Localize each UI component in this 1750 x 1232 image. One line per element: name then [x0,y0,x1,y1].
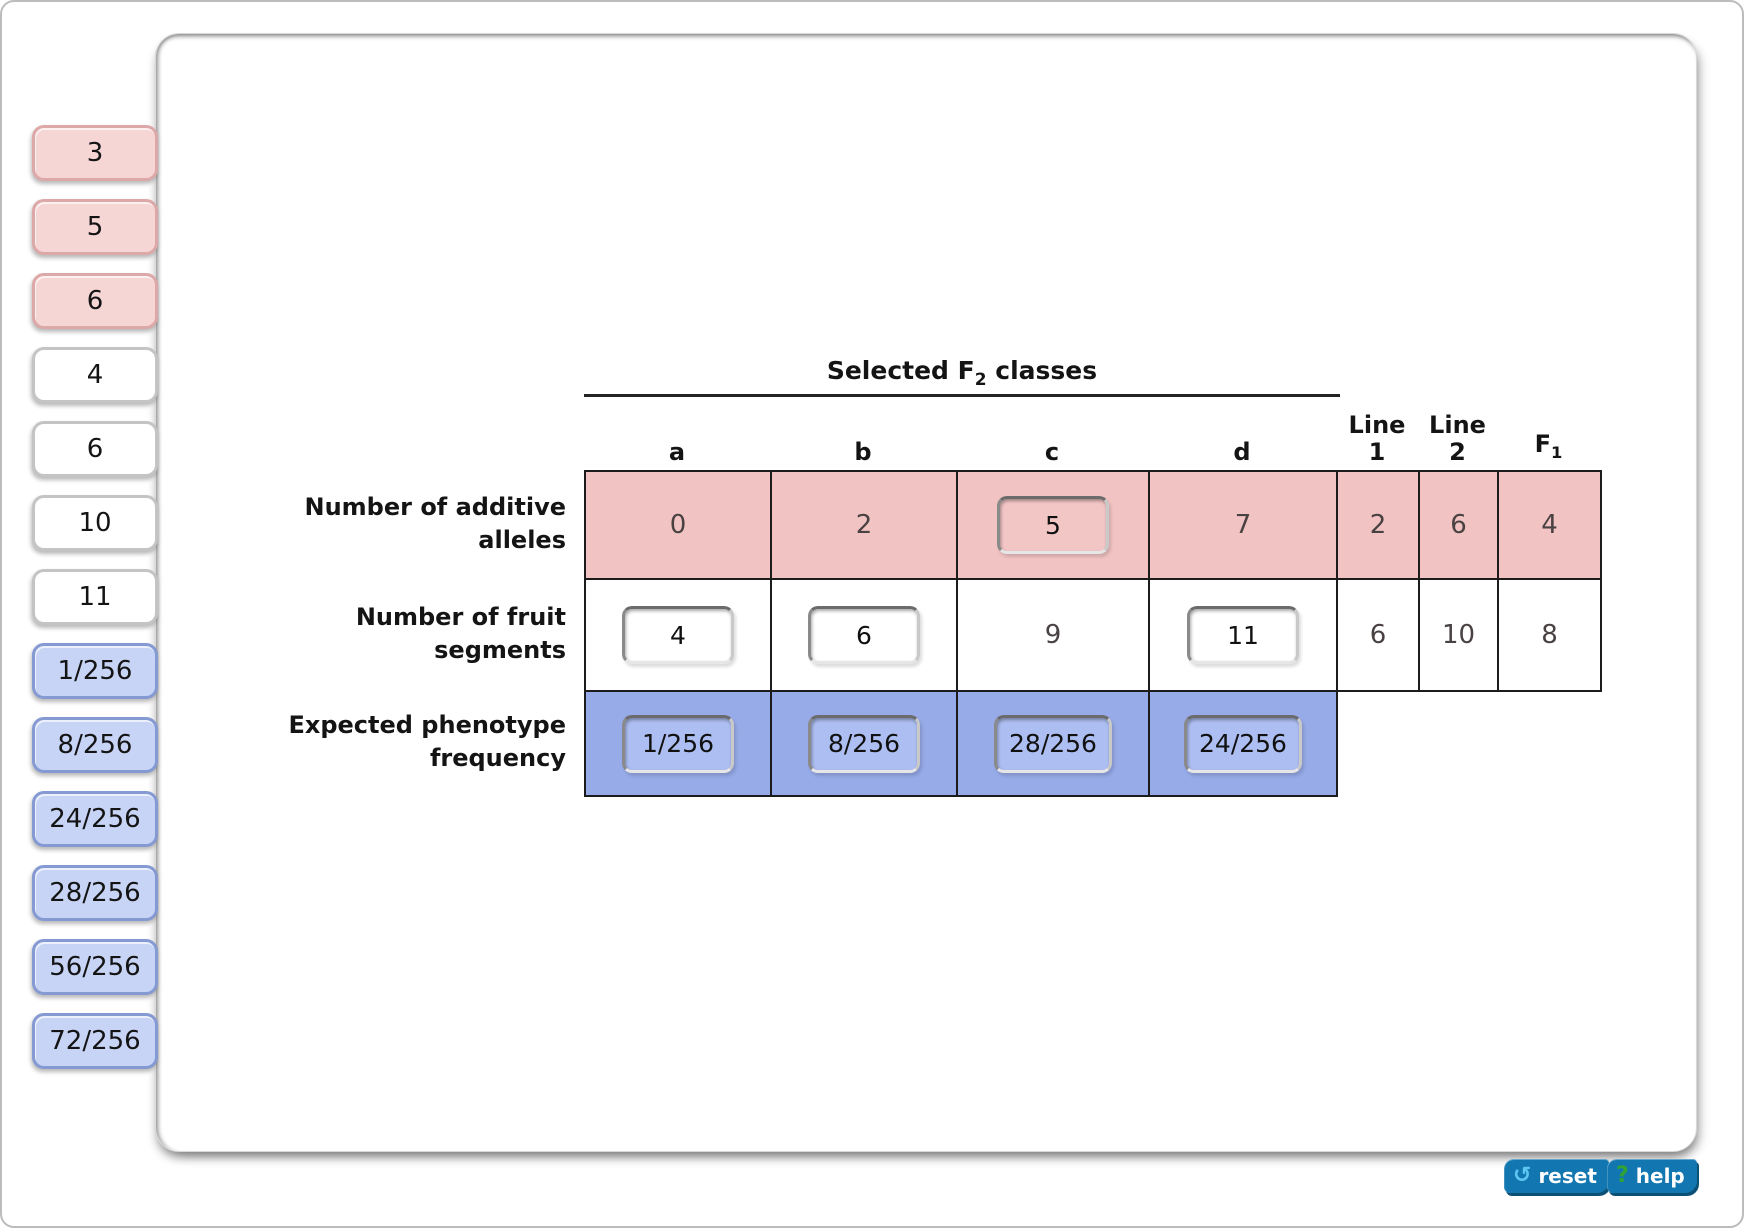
cell-additive-line1: 2 [1338,472,1420,580]
row-label-line: alleles [478,526,566,554]
answer-table: 0 2 5 7 2 6 4 4 6 9 11 6 10 8 1/256 8/25… [584,470,1602,797]
draggable-token-1-256[interactable]: 1/256 [32,643,158,699]
drop-slot-frequency-a[interactable]: 1/256 [622,714,734,773]
draggable-token-28-256[interactable]: 28/256 [32,865,158,921]
draggable-token-6[interactable]: 6 [32,421,158,477]
cell-value: 8 [1541,620,1558,650]
column-header-line2-top: Line [1429,411,1486,439]
draggable-token-8-256[interactable]: 8/256 [32,717,158,773]
row-label-line: frequency [429,744,566,772]
cell-segments-a: 4 [586,580,772,692]
column-header-f1: F1 [1497,400,1600,470]
cell-additive-d: 7 [1150,472,1338,580]
cell-value: 9 [1044,620,1062,650]
token-column: 3 5 6 4 6 10 11 1/256 8/256 24/256 28/25… [32,125,158,1069]
row-label-phenotype-frequency: Expected phenotype frequency [230,709,566,775]
f1-pre: F [1534,430,1552,459]
column-header-line2-bottom: 2 [1449,438,1466,466]
cell-value: 7 [1234,510,1252,540]
cell-frequency-b: 8/256 [772,692,958,797]
cell-additive-a: 0 [586,472,772,580]
cell-frequency-d: 24/256 [1150,692,1338,797]
row-label-additive-alleles: Number of additive alleles [230,491,566,557]
cell-additive-line2: 6 [1420,472,1499,580]
column-header-line1: Line 1 [1336,400,1418,470]
cell-segments-line2: 10 [1420,580,1499,692]
cell-segments-f1: 8 [1499,580,1602,692]
row-label-line: Number of additive [304,493,566,521]
cell-value: 0 [669,510,687,540]
column-header-line2: Line 2 [1418,400,1497,470]
help-button-label: help [1635,1164,1685,1188]
reset-button[interactable]: ↺ reset [1504,1159,1609,1193]
cell-additive-b: 2 [772,472,958,580]
cell-value: 4 [1541,510,1558,540]
row-label-line: segments [434,636,566,664]
help-button[interactable]: ? help [1607,1159,1697,1193]
table-title-text2: classes [986,356,1098,385]
cell-segments-d: 11 [1150,580,1338,692]
reset-button-label: reset [1538,1164,1597,1188]
table-title-subscript: 2 [974,370,987,390]
cell-value: 6 [1369,620,1387,650]
column-header-a: a [584,400,770,470]
help-icon: ? [1616,1163,1629,1188]
reset-icon: ↺ [1513,1163,1532,1188]
row-label-line: Number of fruit [355,603,566,631]
draggable-token-24-256[interactable]: 24/256 [32,791,158,847]
title-underline [584,394,1340,397]
cell-value: 10 [1441,620,1476,650]
drop-slot-frequency-b[interactable]: 8/256 [808,714,920,773]
draggable-token-10[interactable]: 10 [32,495,158,551]
cell-frequency-c: 28/256 [958,692,1150,797]
table-title-text: Selected F [826,356,975,385]
column-header-line1-top: Line [1348,411,1406,439]
column-header-c: c [956,400,1148,470]
column-header-b: b [770,400,956,470]
f1-subscript: 1 [1551,443,1563,462]
draggable-token-5[interactable]: 5 [32,199,158,255]
column-header-d: d [1148,400,1336,470]
cell-additive-f1: 4 [1499,472,1602,580]
draggable-token-6-pink[interactable]: 6 [32,273,158,329]
row-label-line: Expected phenotype [288,711,566,739]
drop-slot-additive-c[interactable]: 5 [997,496,1109,554]
empty-region [1338,692,1602,797]
cell-segments-line1: 6 [1338,580,1420,692]
draggable-token-3[interactable]: 3 [32,125,158,181]
drop-slot-frequency-c[interactable]: 28/256 [994,714,1112,773]
draggable-token-11[interactable]: 11 [32,569,158,625]
drop-slot-segments-b[interactable]: 6 [808,606,920,664]
draggable-token-4[interactable]: 4 [32,347,158,403]
table-title: Selected F2 classes [584,356,1340,390]
column-header-line1-bottom: 1 [1368,438,1386,466]
draggable-token-72-256[interactable]: 72/256 [32,1013,158,1069]
drop-slot-segments-d[interactable]: 11 [1187,606,1299,664]
row-label-fruit-segments: Number of fruit segments [230,601,566,667]
cell-value: 2 [1369,510,1387,540]
cell-value: 6 [1450,510,1467,540]
cell-segments-c: 9 [958,580,1150,692]
drop-slot-frequency-d[interactable]: 24/256 [1184,714,1302,773]
cell-value: 2 [855,510,873,540]
drop-slot-segments-a[interactable]: 4 [622,606,734,664]
column-header-c-label: c [1044,438,1060,466]
column-header-row: a b c d Line 1 Line 2 F1 [584,400,1600,470]
column-header-b-label: b [854,438,872,466]
draggable-token-56-256[interactable]: 56/256 [32,939,158,995]
column-header-f1-label: F1 [1535,431,1563,466]
cell-segments-b: 6 [772,580,958,692]
cell-additive-c: 5 [958,472,1150,580]
column-header-d-label: d [1233,438,1251,466]
cell-frequency-a: 1/256 [586,692,772,797]
column-header-a-label: a [668,438,686,466]
